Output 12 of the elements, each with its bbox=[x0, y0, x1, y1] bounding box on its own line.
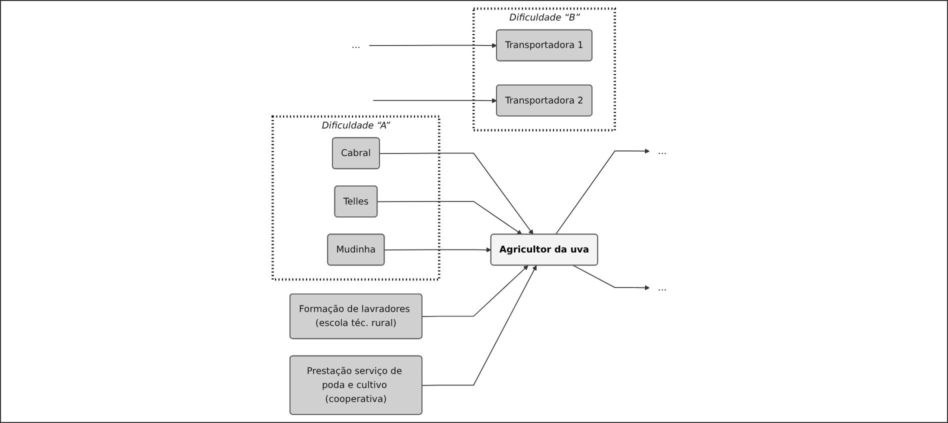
arrow bbox=[555, 148, 650, 235]
arrow bbox=[422, 265, 537, 386]
node-text: ... bbox=[658, 282, 667, 293]
arrow bbox=[573, 265, 650, 290]
arrow bbox=[372, 98, 497, 104]
arrow bbox=[422, 265, 528, 317]
arrow bbox=[368, 43, 497, 48]
node-text: ... bbox=[352, 40, 360, 50]
arrow bbox=[377, 201, 522, 235]
arrow bbox=[384, 247, 492, 252]
node-text: ... bbox=[658, 145, 667, 156]
arrow bbox=[379, 152, 534, 235]
